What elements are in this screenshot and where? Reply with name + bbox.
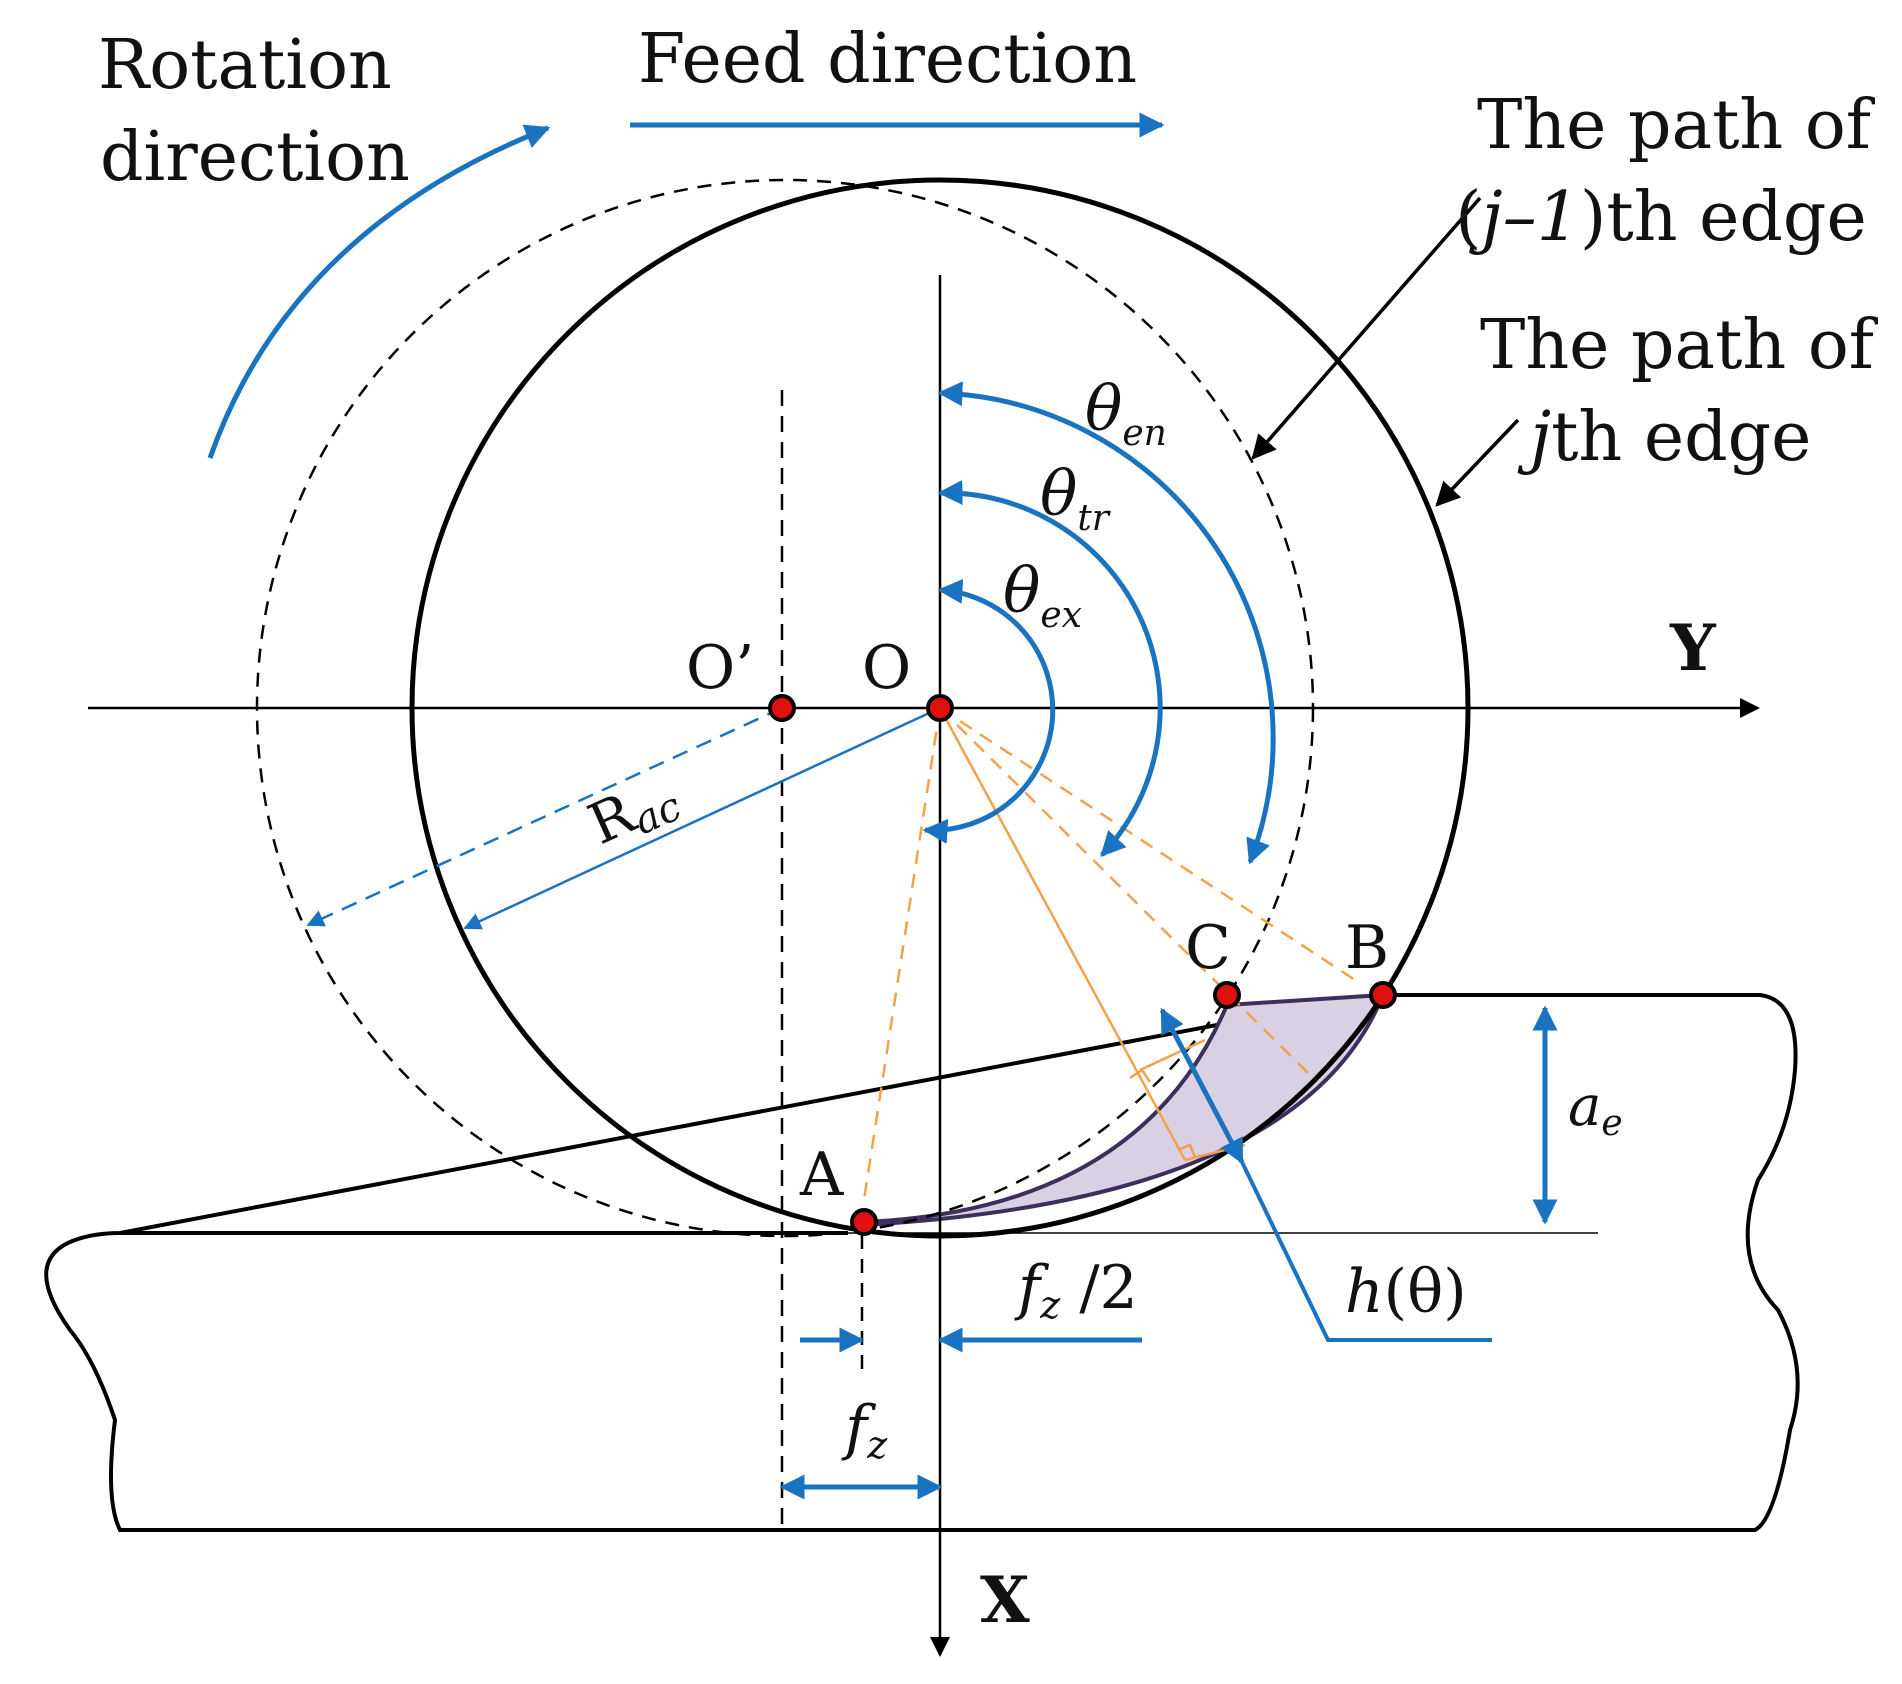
ae-label: ae <box>1568 1074 1623 1144</box>
construction-lines <box>862 706 1356 1201</box>
axis-x-label: X <box>980 1563 1030 1638</box>
h-theta-leader <box>1240 1161 1492 1342</box>
chip-area <box>862 992 1387 1228</box>
point-a-label: A <box>799 1140 844 1210</box>
theta-ex-arc <box>922 578 1056 844</box>
theta-tr-label: θtr <box>1040 457 1111 539</box>
rotation-label-line2: direction <box>100 118 410 197</box>
fz-half-label: fz /2 <box>1014 1253 1138 1327</box>
radius-label: Rac <box>579 762 688 861</box>
radius-dimension-previous <box>306 706 783 927</box>
point-c-label: C <box>1185 913 1231 983</box>
pointer-current-edge <box>1435 418 1520 507</box>
axis-y-label: Y <box>1669 611 1717 686</box>
theta-ex-label: θex <box>1003 554 1082 636</box>
point-c-marker <box>1213 981 1241 1009</box>
theta-en-label: θen <box>1085 372 1167 454</box>
path-previous-label-line2: (j–1)th edge <box>1455 178 1867 257</box>
path-current-label-line1: The path of <box>1480 306 1879 385</box>
point-o-prime-marker <box>768 694 796 722</box>
path-current-label-line2: jth edge <box>1517 398 1811 477</box>
theta-en-arc <box>937 381 1276 865</box>
workpiece-outline <box>44 993 1800 1532</box>
point-b-marker <box>1369 981 1397 1009</box>
path-previous-label-line1: The path of <box>1477 86 1876 165</box>
h-theta-label: h(θ) <box>1345 1257 1467 1327</box>
rotation-label-line1: Rotation <box>98 26 392 105</box>
point-b-label: B <box>1345 913 1389 983</box>
radius-dimension-current <box>463 706 941 930</box>
point-o-prime-label: O’ <box>686 633 754 703</box>
h-theta-dimension <box>1159 1007 1245 1165</box>
point-o-label: O <box>862 633 911 703</box>
pointer-previous-edge <box>1251 196 1482 460</box>
feed-direction-label: Feed direction <box>638 20 1137 99</box>
theta-tr-arc <box>937 479 1163 857</box>
point-a-marker <box>850 1208 878 1236</box>
rotation-direction-arrow <box>207 124 551 459</box>
fz-label: fz <box>841 1393 888 1467</box>
point-o-marker <box>926 694 954 722</box>
